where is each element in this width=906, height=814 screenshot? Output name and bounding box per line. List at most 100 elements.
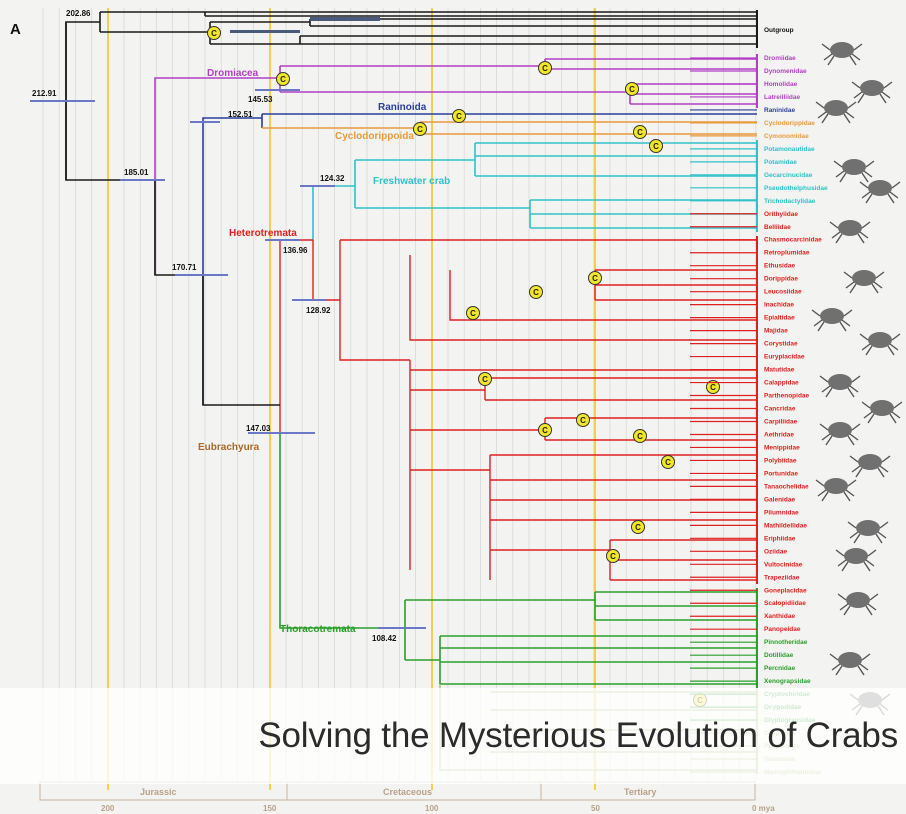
family-label: Panopeidae — [764, 626, 801, 633]
svg-text:C: C — [470, 309, 476, 318]
node-age: 152.51 — [228, 110, 253, 119]
family-label: Corystidae — [764, 341, 798, 348]
svg-text:C: C — [211, 29, 217, 38]
family-label: Euryplacidae — [764, 354, 805, 361]
clade-label-raninoida: Raninoida — [378, 102, 427, 113]
outgroup-bars — [230, 17, 380, 33]
family-label: Inachidae — [764, 302, 794, 309]
calibration-marker: C — [631, 520, 645, 534]
crab-illustration — [829, 220, 871, 244]
family-label: Majidae — [764, 328, 788, 335]
clade-label-eubrachyura: Eubrachyura — [198, 442, 260, 453]
crab-illustration — [849, 454, 891, 478]
family-label: Portunidae — [764, 470, 798, 477]
family-label: Raninidae — [764, 107, 795, 114]
family-label: Potamonautidae — [764, 146, 815, 153]
panel-label: A — [10, 21, 21, 38]
family-label: Potamidae — [764, 159, 797, 166]
crab-illustration — [837, 592, 879, 616]
calibration-marker: C — [633, 125, 647, 139]
node-age: 124.32 — [320, 174, 345, 183]
calibration-marker: C — [576, 413, 590, 427]
time-tick: 150 — [263, 804, 277, 813]
family-label: Pilumnidae — [764, 509, 799, 516]
family-label: Latreilliidae — [764, 94, 801, 101]
time-tick: 50 — [591, 804, 600, 813]
node-age: 202.86 — [66, 9, 91, 18]
clade-label-heterotremata: Heterotremata — [229, 228, 297, 239]
family-label: Parthenopidae — [764, 393, 810, 400]
outgroup-lineage — [65, 10, 758, 180]
era-label: Jurassic — [140, 787, 177, 797]
family-label: Homolidae — [764, 81, 798, 88]
calibration-marker: C — [625, 82, 639, 96]
node-age: 170.71 — [172, 263, 197, 272]
family-label: Chasmocarcinidae — [764, 237, 822, 244]
svg-text:C: C — [637, 432, 643, 441]
crab-illustration — [819, 374, 861, 398]
svg-text:C: C — [637, 128, 643, 137]
family-label: Belliidae — [764, 224, 791, 231]
era-label: Cretaceous — [383, 787, 432, 797]
family-label: Scalopidiidae — [764, 600, 806, 607]
svg-text:C: C — [653, 142, 659, 151]
crab-illustration — [821, 42, 863, 66]
family-label: Percnidae — [764, 665, 795, 672]
calibration-marker: C — [538, 423, 552, 437]
svg-text:C: C — [280, 75, 286, 84]
family-label: Calappidae — [764, 380, 799, 387]
family-labels: DromiidaeDynomenidaeHomolidaeLatreilliid… — [690, 55, 828, 776]
calibration-marker: C — [452, 109, 466, 123]
node-age: 145.53 — [248, 95, 273, 104]
family-label: Leucosiidae — [764, 289, 802, 296]
svg-text:C: C — [542, 426, 548, 435]
family-label: Xanthidae — [764, 613, 795, 620]
family-label: Galenidae — [764, 496, 795, 503]
node-age: 212.91 — [32, 89, 57, 98]
calibration-markers: CCCCCCCCCCCCCCCCCCCC — [207, 26, 720, 707]
svg-text:C: C — [542, 64, 548, 73]
crab-illustration — [847, 520, 889, 544]
family-label: Cyclodorippidae — [764, 120, 815, 127]
family-label: Trapeziidae — [764, 574, 800, 581]
crab-illustration — [815, 478, 857, 502]
calibration-marker: C — [478, 372, 492, 386]
time-tick: 200 — [101, 804, 115, 813]
family-label: Cymonomidae — [764, 133, 809, 140]
time-tick: 0 mya — [752, 804, 775, 813]
family-label: Orithyiidae — [764, 211, 798, 218]
crab-illustration — [835, 548, 877, 572]
era-label: Tertiary — [624, 787, 656, 797]
family-label: Trichodactylidae — [764, 198, 816, 205]
node-confidence-bars — [30, 89, 426, 629]
heterotremata-lineage — [279, 236, 758, 584]
family-label: Menippidae — [764, 444, 800, 451]
node-age: 128.92 — [306, 306, 331, 315]
crab-illustration — [851, 80, 893, 104]
timescale: Jurassic Cretaceous Tertiary 200 150 100… — [39, 781, 775, 813]
crab-illustration — [843, 270, 885, 294]
crab-illustration — [811, 308, 853, 332]
calibration-marker: C — [276, 72, 290, 86]
clade-label-thoracotremata: Thoracotremata — [280, 624, 356, 635]
calibration-marker: C — [413, 122, 427, 136]
svg-text:C: C — [710, 383, 716, 392]
svg-text:C: C — [635, 523, 641, 532]
calibration-marker: C — [706, 380, 720, 394]
svg-text:C: C — [610, 552, 616, 561]
svg-text:C: C — [665, 458, 671, 467]
node-age-labels: 202.86 212.91 185.01 170.71 152.51 145.5… — [32, 9, 397, 643]
node-age: 185.01 — [124, 168, 149, 177]
calibration-marker: C — [466, 306, 480, 320]
family-label: Vultocinidae — [764, 561, 803, 568]
svg-text:C: C — [482, 375, 488, 384]
family-label: Xenograpsidae — [764, 678, 811, 685]
family-label: Carpiliidae — [764, 418, 798, 425]
svg-text:C: C — [417, 125, 423, 134]
family-label: Pinnotheridae — [764, 639, 808, 646]
calibration-marker: C — [588, 271, 602, 285]
family-label: Pseudothelphusidae — [764, 185, 828, 192]
time-tick: 100 — [425, 804, 439, 813]
svg-text:C: C — [456, 112, 462, 121]
